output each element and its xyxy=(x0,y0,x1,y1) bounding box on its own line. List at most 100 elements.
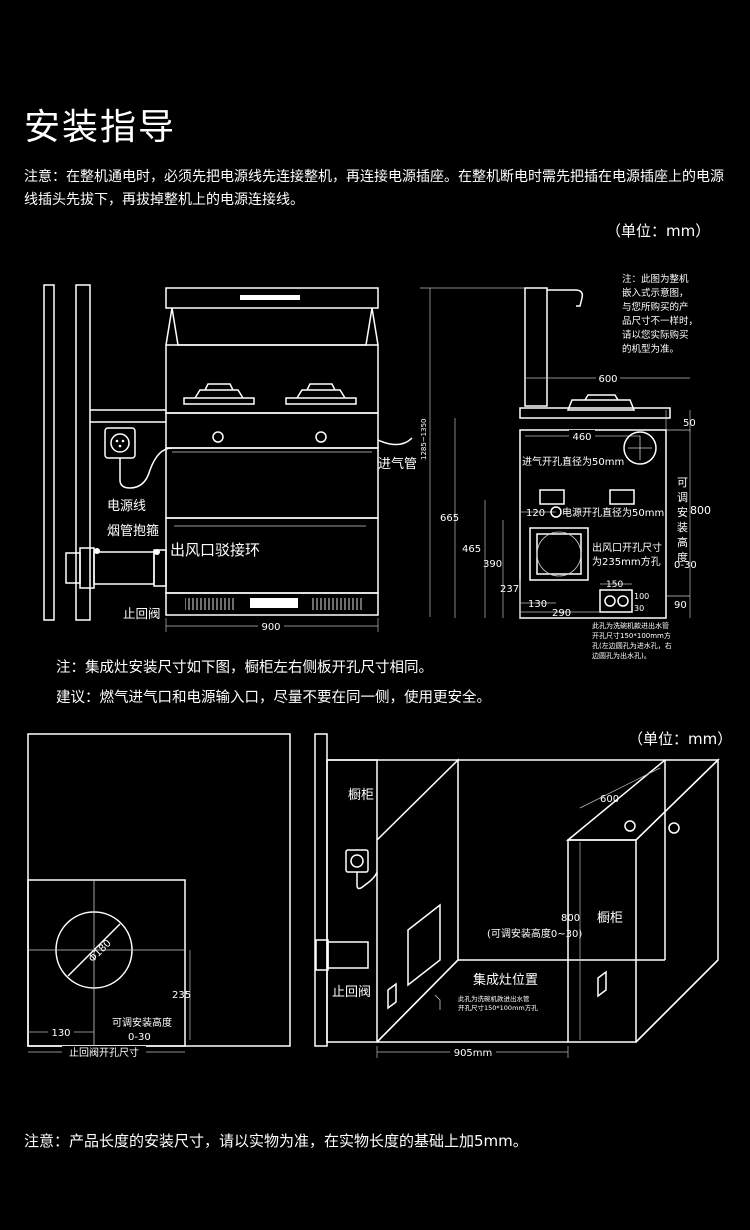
svg-text:边圆孔为出水孔)。: 边圆孔为出水孔)。 xyxy=(592,651,651,660)
gas-inlet-pipe xyxy=(377,437,413,446)
stove-back-panel xyxy=(165,344,379,414)
label-dim-905: 905mm xyxy=(454,1048,493,1059)
label-cabinet-right: 橱柜 xyxy=(597,911,623,926)
power-cord xyxy=(119,447,173,489)
svg-text:可: 可 xyxy=(677,476,688,489)
label-dim-235: 235 xyxy=(172,990,191,1001)
outlet-square-hole xyxy=(529,527,589,581)
label-adjustable-height: 可 调 安 装 高 度 xyxy=(677,476,688,564)
water-hole-box xyxy=(599,589,633,613)
brick-wall xyxy=(27,733,291,1047)
label-dim-100: 100 xyxy=(634,592,649,601)
label-valve-hole: 止回阀开孔尺寸 xyxy=(69,1046,139,1059)
label-water-note-2: 开孔尺寸150*100mm方孔 xyxy=(458,1003,538,1012)
side-elevation: 1285~1350 注：此图为整机 嵌入式示意图， 与您所购买的产 品尺寸不一样… xyxy=(420,273,711,660)
label-check-valve: 止回阀 xyxy=(123,606,161,621)
perspective-diagram: 橱柜 止回阀 橱柜 600 800 (可调安装高度0~30) 集成灶位置 xyxy=(314,733,720,1059)
power-socket xyxy=(104,427,136,459)
wall-left xyxy=(43,284,55,621)
gas-hole xyxy=(623,431,657,465)
label-dim-600: 600 xyxy=(598,374,617,385)
burner-left xyxy=(183,383,255,405)
label-dim-800-b: 800 xyxy=(561,913,580,924)
unit-label-bottom: （单位：mm） xyxy=(628,730,733,748)
label-adjustable-range-b: 0-30 xyxy=(128,1032,151,1043)
label-cabinet-left: 橱柜 xyxy=(348,788,374,803)
vent-left xyxy=(185,598,235,610)
socket-b xyxy=(345,849,369,873)
burner-side xyxy=(566,399,636,411)
label-diameter: Φ180 xyxy=(87,938,114,965)
label-dim-30: 30 xyxy=(634,604,644,613)
label-dim-600-b: 600 xyxy=(600,794,619,805)
hood-top xyxy=(165,287,379,309)
label-outlet-hole-1: 出风口开孔尺寸 xyxy=(592,541,662,554)
svg-text:此孔为洗碗机款进出水管: 此孔为洗碗机款进出水管 xyxy=(592,621,669,630)
label-check-valve-b: 止回阀 xyxy=(332,985,371,1000)
control-panel xyxy=(165,412,379,449)
svg-text:请以您实际购买: 请以您实际购买 xyxy=(622,329,689,341)
label-water-note-1: 此孔为洗碗机款进出水管 xyxy=(458,994,530,1003)
label-dim-290: 290 xyxy=(552,608,571,619)
label-dim-460: 460 xyxy=(572,432,591,443)
flue-duct-b xyxy=(327,941,369,969)
svg-text:品尺寸不一样时，: 品尺寸不一样时， xyxy=(622,315,698,327)
label-outlet-hole-2: 为235mm方孔 xyxy=(592,555,661,568)
label-flue-clamp: 烟管抱箍 xyxy=(107,523,159,539)
vent-right xyxy=(312,598,362,610)
power-hole xyxy=(550,506,562,518)
label-adjustable-range: 0-30 xyxy=(674,560,697,571)
svg-text:注：此图为整机: 注：此图为整机 xyxy=(622,273,689,285)
label-dim-120: 120 xyxy=(526,508,545,519)
label-adjustable-height-b: (可调安装高度0~30) xyxy=(487,927,582,940)
svg-text:装: 装 xyxy=(677,521,688,534)
label-adjustable: 可调安装高度 xyxy=(112,1016,172,1029)
wall-opening-diagram: Φ180 235 可调安装高度 0-30 130 止回阀开孔尺寸 xyxy=(27,733,291,1059)
front-elevation: 电源线 烟管抱箍 出风口驳接 xyxy=(43,284,417,633)
handle-right xyxy=(609,489,635,505)
label-dim-150: 150 xyxy=(606,580,623,590)
handle-left xyxy=(539,489,565,505)
install-note: 注：集成灶安装尺寸如下图，橱柜左右侧板开孔尺寸相同。 xyxy=(56,660,433,676)
svg-text:安: 安 xyxy=(677,505,688,519)
label-dim-90: 90 xyxy=(674,600,687,611)
label-power-cord: 电源线 xyxy=(107,499,146,514)
side-note: 注：此图为整机 嵌入式示意图， 与您所购买的产 品尺寸不一样时， 请以您实际购买… xyxy=(622,273,698,355)
unit-label-top: （单位：mm） xyxy=(606,222,711,240)
power-notice: 注意：在整机通电时，必须先把电源线先连接整机，再连接电源插座。在整机断电时需先把… xyxy=(24,169,724,208)
wall-right xyxy=(75,284,91,621)
knob-left xyxy=(212,431,224,443)
display xyxy=(250,598,298,608)
wall-side xyxy=(314,733,328,1047)
label-power-hole: 电源开孔直径为50mm xyxy=(562,506,664,519)
label-dim-130: 130 xyxy=(528,599,547,610)
page-title: 安装指导 xyxy=(24,107,177,148)
svg-text:开孔尺寸150*100mm方: 开孔尺寸150*100mm方 xyxy=(592,631,671,640)
svg-text:调: 调 xyxy=(677,491,688,504)
cabinet-upper xyxy=(165,447,379,519)
label-outlet-connector: 出风口驳接环 xyxy=(170,541,260,559)
label-dim-50: 50 xyxy=(683,418,696,429)
cabinet-right xyxy=(567,839,637,1043)
label-height-range: 1285~1350 xyxy=(420,419,428,461)
plinth xyxy=(165,592,379,616)
svg-text:的机型为准。: 的机型为准。 xyxy=(622,343,679,355)
gas-hole-b xyxy=(624,820,636,832)
label-dim-390: 390 xyxy=(483,559,502,570)
svg-text:嵌入式示意图，: 嵌入式示意图， xyxy=(622,287,689,299)
footer-note: 注意：产品长度的安装尺寸，请以实物为准，在实物长度的基础上加5mm。 xyxy=(24,1132,528,1150)
burner-right xyxy=(285,383,357,405)
label-gas-inlet: 进气管 xyxy=(378,456,417,472)
svg-text:高: 高 xyxy=(677,535,688,549)
label-dim-465: 465 xyxy=(462,544,481,555)
svg-text:与您所购买的产: 与您所购买的产 xyxy=(622,301,689,313)
svg-text:度: 度 xyxy=(677,550,688,564)
flue-duct xyxy=(93,551,155,585)
label-gas-hole: 进气开孔直径为50mm xyxy=(522,455,624,468)
label-width-900: 900 xyxy=(261,622,280,633)
knob-right xyxy=(315,431,327,443)
water-note: 此孔为洗碗机款进出水管 开孔尺寸150*100mm方 孔(左边圆孔为进水孔，右 … xyxy=(592,621,672,660)
svg-text:孔(左边圆孔为进水孔，右: 孔(左边圆孔为进水孔，右 xyxy=(592,641,672,650)
safety-advice: 建议：燃气进气口和电源输入口，尽量不要在同一侧，使用更安全。 xyxy=(56,690,491,706)
